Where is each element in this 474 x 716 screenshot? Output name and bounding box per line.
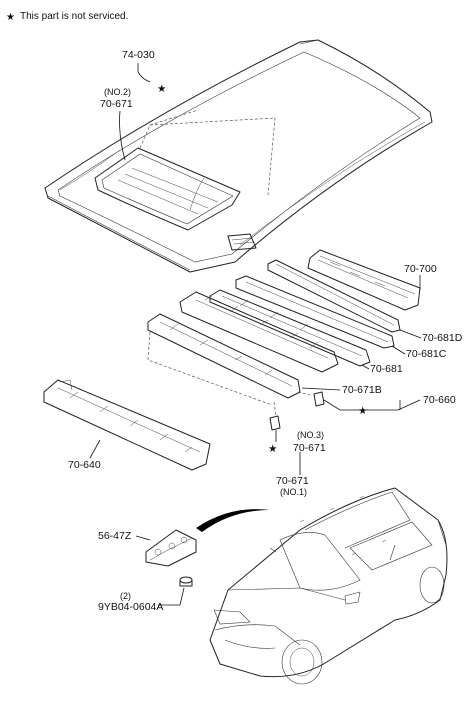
part-56-47Z	[145, 529, 197, 567]
label-70-700: 70-700	[404, 263, 437, 275]
label-70-681: 70-681	[370, 363, 403, 375]
label-70-681C: 70-681C	[406, 348, 447, 360]
roof-panel	[44, 39, 433, 273]
label-70-671-no2: 70-671	[100, 98, 133, 110]
star-70-660: ★	[358, 405, 368, 417]
label-70-660: 70-660	[423, 394, 456, 406]
label-70-640: 70-640	[68, 459, 101, 471]
label-70-671-no3-paren: (NO.3)	[297, 430, 324, 440]
label-74-030: 74-030	[122, 49, 155, 61]
legend-note: This part is not serviced.	[20, 11, 128, 22]
label-70-681D: 70-681D	[422, 332, 463, 344]
roof-bow-middle	[179, 291, 339, 373]
part-70-700	[307, 249, 421, 311]
location-arrow	[196, 509, 270, 532]
vehicle-outline	[209, 487, 448, 685]
star-70-671-no3: ★	[268, 443, 278, 455]
part-70-660	[313, 391, 325, 407]
label-qty-2: (2)	[120, 591, 131, 601]
label-70-671-no1: 70-671	[276, 475, 309, 487]
part-70-671-no3	[269, 415, 281, 431]
part-70-671B	[147, 313, 301, 399]
label-70-671-no2-paren: (NO.2)	[104, 87, 131, 97]
part-70-681C	[235, 275, 395, 349]
part-70-681D	[267, 259, 401, 333]
label-56-47Z: 56-47Z	[98, 530, 132, 542]
label-9YB04-0604A: 9YB04-0604A	[98, 601, 163, 613]
part-9YB04-0604A	[179, 576, 193, 587]
label-70-671-no3: 70-671	[293, 442, 326, 454]
label-70-671B: 70-671B	[342, 384, 382, 396]
part-70-681	[209, 289, 371, 367]
part-70-640	[43, 379, 211, 471]
legend-star: ★	[6, 12, 15, 23]
star-74-030: ★	[157, 83, 167, 95]
label-70-671-no1-paren: (NO.1)	[280, 487, 307, 497]
